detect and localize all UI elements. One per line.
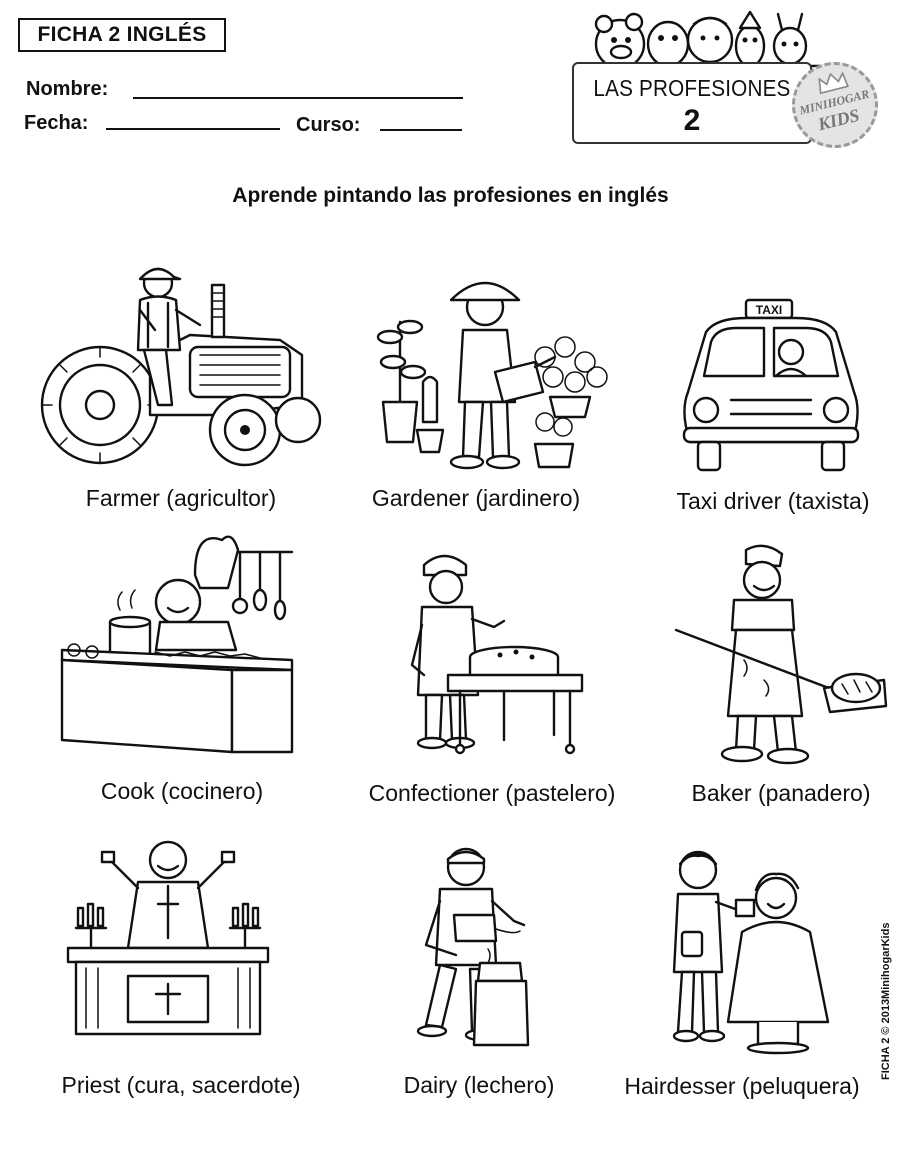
crown-icon	[818, 71, 849, 95]
minihogar-kids-stamp: MINIHOGAR KIDS	[782, 52, 888, 158]
cook-kitchen-illustration	[60, 535, 294, 754]
baker-peel-illustration	[674, 544, 888, 765]
caption-gardener: Gardener (jardinero)	[371, 485, 581, 511]
confectioner-cake-illustration	[410, 554, 584, 755]
farmer-tractor-illustration	[40, 267, 322, 467]
course-label: Curso:	[296, 114, 361, 136]
caption-priest: Priest (cura, sacerdote)	[61, 1072, 301, 1098]
side-credit: FICHA 2 © 2013MinihogarKids	[880, 922, 892, 1080]
course-field-line[interactable]	[380, 129, 462, 131]
taxi-car-illustration: TAXI	[682, 298, 860, 472]
dairy-milk-can-illustration	[416, 847, 530, 1047]
name-field-line[interactable]	[133, 97, 463, 99]
date-field-line[interactable]	[106, 128, 280, 130]
date-label: Fecha:	[24, 112, 89, 134]
subject-title: LAS PROFESIONES	[593, 75, 791, 101]
caption-dairy: Dairy (lechero)	[403, 1072, 555, 1098]
caption-farmer: Farmer (agricultor)	[85, 485, 277, 511]
sheet-tag: FICHA 2 INGLÉS	[18, 18, 226, 52]
caption-taxi-driver: Taxi driver (taxista)	[676, 488, 870, 514]
caption-cook: Cook (cocinero)	[100, 778, 264, 804]
caption-hairdresser: Hairdesser (peluquera)	[624, 1073, 860, 1099]
sheet-number: 2	[683, 104, 701, 137]
caption-baker: Baker (panadero)	[691, 780, 871, 806]
caption-confectioner: Confectioner (pastelero)	[368, 780, 616, 806]
animals-illustration	[588, 10, 822, 70]
subject-title-box: LAS PROFESIONES 2	[572, 62, 812, 144]
priest-altar-illustration	[66, 840, 270, 1036]
gardener-watering-illustration	[376, 281, 608, 470]
taxi-sign-text: TAXI	[756, 303, 782, 317]
name-label: Nombre:	[26, 78, 109, 100]
instructions: Aprende pintando las profesiones en ingl…	[232, 184, 669, 207]
hairdresser-dryer-illustration	[672, 850, 830, 1055]
